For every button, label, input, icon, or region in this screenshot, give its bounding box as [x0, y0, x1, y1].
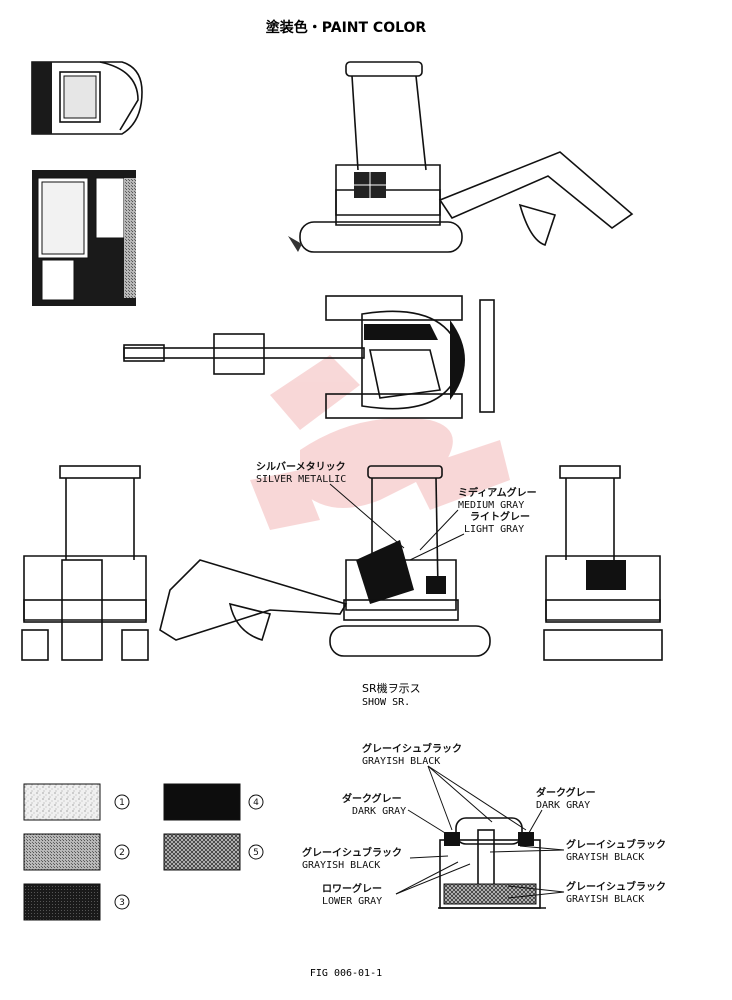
legend: 1 2 3 4 5 [23, 783, 264, 921]
callout-jp: ダークグレー [536, 786, 596, 799]
swatch-number: 1 [119, 798, 125, 808]
callout-jp: ミディアムグレー [458, 486, 537, 499]
excavator-front-view [21, 465, 149, 661]
callout-en: DARK GRAY [536, 800, 590, 811]
swatch-number: 5 [253, 848, 259, 858]
note-en: SHOW SR. [362, 697, 410, 708]
callout-jp: シルバーメタリック [256, 461, 346, 473]
swatch-number: 2 [119, 848, 125, 858]
callout-light-gray: ライトグレー LIGHT GRAY [409, 510, 530, 561]
legend-swatch-2: 2 [23, 833, 130, 871]
callout-jp: グレーイシュブラック [566, 838, 666, 851]
legend-swatch-3: 3 [23, 883, 130, 921]
callout-jp: ダークグレー [342, 792, 402, 805]
callout-en: MEDIUM GRAY [458, 500, 524, 511]
legend-swatch-1: 1 [23, 783, 130, 821]
callout-jp: グレーイシュブラック [362, 742, 462, 755]
excavator-side-view-top [288, 61, 634, 253]
callout-en: DARK GRAY [352, 806, 406, 817]
figure-id: FIG 006-01-1 [310, 968, 382, 979]
rear-callout-grayish-black-left: グレーイシュブラック GRAYISH BLACK [302, 846, 449, 871]
callout-jp: グレーイシュブラック [566, 880, 666, 893]
rear-callout-grayish-black-top: グレーイシュブラック GRAYISH BLACK [362, 742, 527, 831]
swatch-number: 4 [253, 798, 259, 808]
swatch-number: 3 [119, 898, 125, 908]
note-jp: SR機ヲ示ス [362, 681, 421, 695]
callout-en: GRAYISH BLACK [566, 852, 644, 863]
callout-silver-metallic: シルバーメタリック SILVER METALLIC [256, 461, 405, 549]
rear-callout-dark-gray-right: ダークグレー DARK GRAY [525, 786, 596, 839]
rear-callout-grayish-black-right-1: グレーイシュブラック GRAYISH BLACK [489, 838, 666, 863]
callout-en: GRAYISH BLACK [362, 756, 440, 767]
watermark-logo [250, 355, 510, 530]
callout-jp: グレーイシュブラック [302, 846, 402, 859]
legend-swatch-5: 5 [163, 833, 264, 871]
legend-swatch-4: 4 [163, 783, 264, 821]
rear-callout-lower-gray: ロワーグレー LOWER GRAY [322, 861, 471, 907]
rear-callout-grayish-black-right-2: グレーイシュブラック GRAYISH BLACK [507, 880, 666, 905]
excavator-top-view [123, 295, 495, 419]
callout-jp: ライトグレー [470, 510, 530, 523]
callout-en: LOWER GRAY [322, 896, 382, 907]
excavator-rear-view-right [543, 465, 663, 661]
cab-top-view-small [31, 61, 143, 135]
callout-medium-gray: ミディアムグレー MEDIUM GRAY [419, 486, 537, 551]
page-title: 塗装色・PAINT COLOR [266, 19, 427, 36]
rear-callout-dark-gray-left: ダークグレー DARK GRAY [342, 792, 451, 837]
callout-en: GRAYISH BLACK [566, 894, 644, 905]
cab-side-view-small [32, 170, 136, 306]
callout-en: SILVER METALLIC [256, 474, 346, 485]
excavator-rear-view-center [159, 465, 491, 657]
callout-en: GRAYISH BLACK [302, 860, 380, 871]
rear-view-detail [438, 817, 546, 909]
callout-en: LIGHT GRAY [464, 524, 524, 535]
callout-jp: ロワーグレー [322, 882, 382, 895]
